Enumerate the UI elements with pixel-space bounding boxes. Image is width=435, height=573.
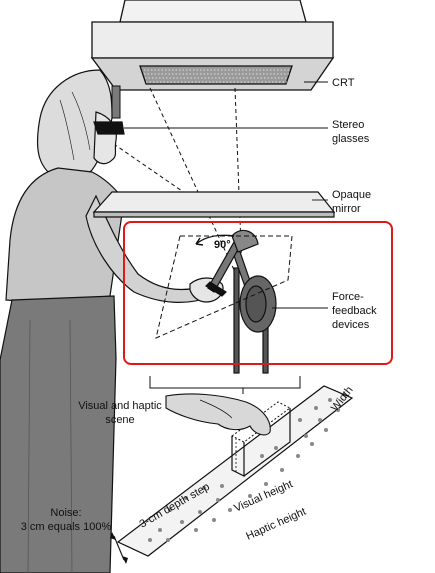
scene-label-line1: Visual and haptic	[78, 400, 162, 412]
opaque-mirror-label-line2: mirror	[332, 203, 361, 215]
angle-label: 90°	[214, 239, 231, 251]
stereo-glasses-icon	[94, 122, 124, 134]
noise-label-line1: Noise:	[50, 507, 81, 519]
force-feedback-label-line2: feedback	[332, 305, 377, 317]
opaque-mirror	[94, 192, 334, 217]
scene-bracket	[150, 376, 300, 394]
crt-support-arm	[112, 86, 120, 118]
haptic-height-label: Haptic height	[244, 506, 308, 543]
force-feedback-label-line1: Force-	[332, 291, 364, 303]
stereo-glasses-label-line2: glasses	[332, 133, 370, 145]
scene-label-line2: scene	[105, 414, 134, 426]
crt-monitor	[92, 0, 333, 90]
stereo-glasses-label-line1: Stereo	[332, 119, 364, 131]
angle-marker: 90°	[196, 235, 234, 251]
noise-label-line2: 3 cm equals 100%	[21, 521, 112, 533]
force-feedback-label-line3: devices	[332, 319, 370, 331]
opaque-mirror-label-line1: Opaque	[332, 189, 371, 201]
crt-label: CRT	[332, 77, 355, 89]
